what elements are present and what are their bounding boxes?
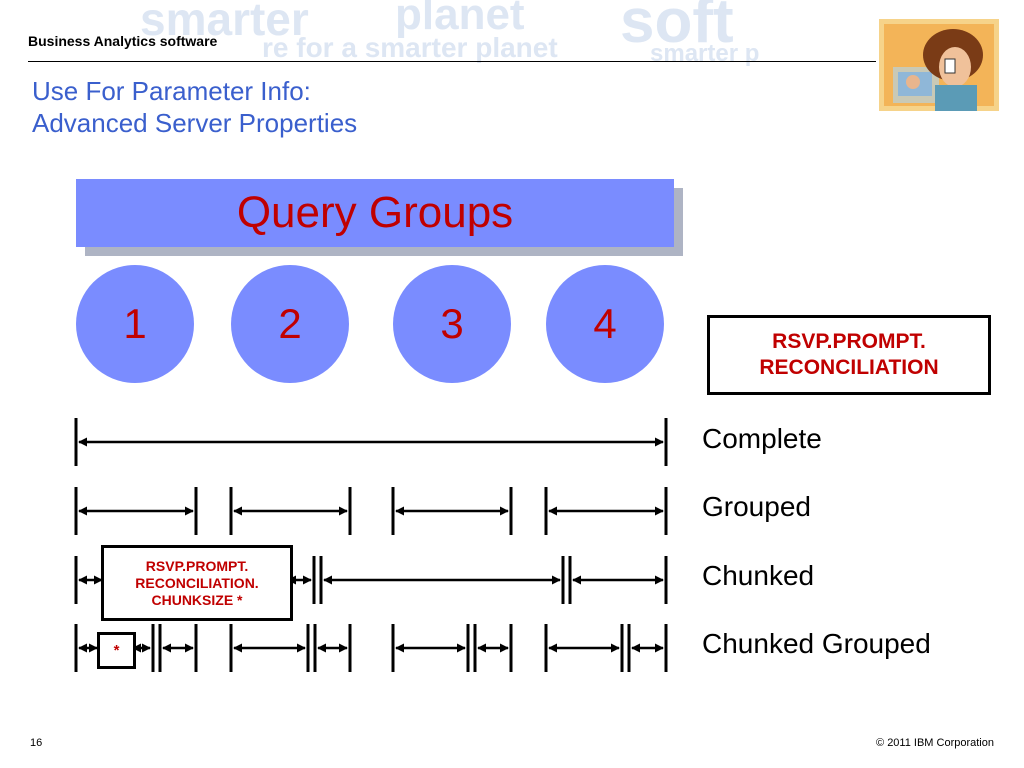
chunksize-line1: RSVP.PROMPT.: [145, 557, 249, 574]
property-line1: RSVP.PROMPT.: [772, 330, 926, 353]
query-group-circle-3: 3: [393, 265, 511, 383]
chunksize-star-box: *: [97, 632, 136, 669]
clipart-image: [879, 19, 999, 111]
slide-title: Use For Parameter Info: Advanced Server …: [32, 75, 357, 139]
chunksize-property-box: RSVP.PROMPT. RECONCILIATION. CHUNKSIZE *: [101, 545, 293, 621]
header-divider: [28, 61, 876, 62]
query-group-circle-1: 1: [76, 265, 194, 383]
property-line2: RECONCILIATION: [759, 356, 939, 379]
query-group-circle-2: 2: [231, 265, 349, 383]
row-label-complete: Complete: [702, 423, 822, 454]
row-label-chunked: Chunked: [702, 560, 815, 591]
header-title: Business Analytics software: [28, 33, 218, 49]
row-label-grouped: Grouped: [702, 491, 811, 522]
slide-title-line2: Advanced Server Properties: [32, 108, 358, 138]
row-label-chunked-grouped: Chunked Grouped: [702, 628, 931, 659]
reconciliation-property-box: RSVP.PROMPT. RECONCILIATION: [707, 315, 991, 395]
page-number: 16: [30, 737, 43, 749]
query-groups-banner: Query Groups: [76, 179, 674, 247]
chunksize-line2: RECONCILIATION.: [135, 574, 259, 591]
chunksize-line3: CHUNKSIZE *: [151, 591, 243, 608]
copyright-text: © 2011 IBM Corporation: [876, 737, 994, 749]
query-group-circle-4: 4: [546, 265, 664, 383]
slide-title-line1: Use For Parameter Info:: [32, 76, 311, 106]
